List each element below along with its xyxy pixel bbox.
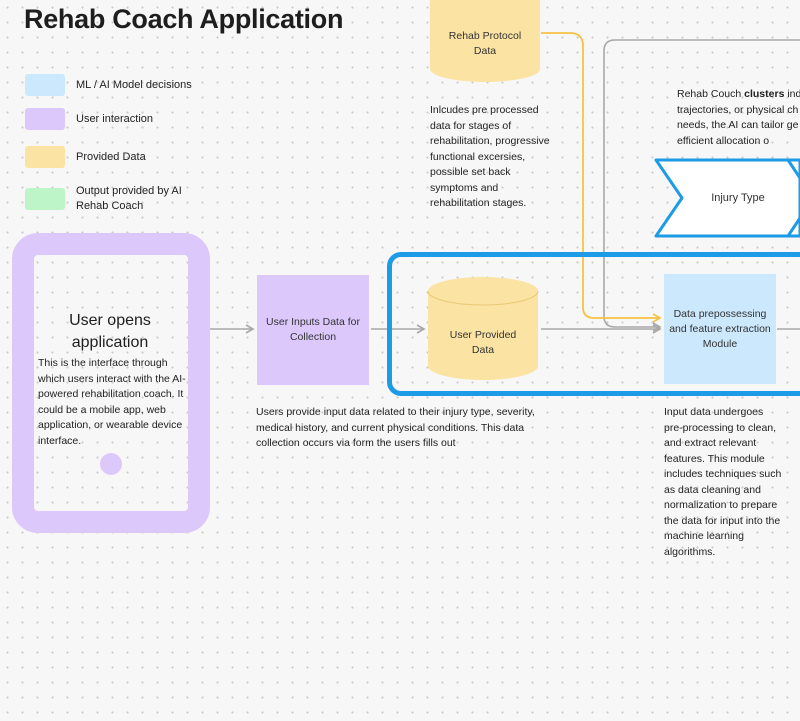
protocol-data-label: Rehab Protocol Data — [448, 30, 522, 57]
user-data-note: Users provide input data related to thei… — [256, 406, 535, 449]
user-data-label: User Provided Data — [449, 329, 517, 356]
legend-swatch-ml — [25, 74, 65, 96]
legend-label-ml: ML / AI Model decisions — [76, 79, 192, 91]
legend-label-output: Output provided by AI Rehab Coach — [76, 185, 182, 212]
cluster-note: Rehab Couch clusters ind trajectories, o… — [677, 87, 800, 149]
user-inputs-label: User Inputs Data for Collection — [266, 316, 360, 343]
phone-description: This is the interface through which user… — [38, 357, 186, 447]
cluster-note-rest: ind trajectories, or physical ch needs, … — [677, 88, 800, 147]
page-title: Rehab Coach Application — [24, 4, 344, 34]
legend-swatch-data — [25, 146, 65, 168]
cluster-note-start: Rehab Couch — [677, 88, 745, 100]
phone-frame — [12, 233, 210, 533]
preprocess-box — [664, 274, 776, 384]
legend-label-user: User interaction — [76, 113, 154, 125]
phone-home-button — [100, 453, 122, 475]
injury-type-chevron — [654, 158, 800, 238]
connector-protocol-to-preprocess — [541, 32, 662, 323]
injury-type-label: Injury Type — [711, 191, 765, 204]
phone-title: User opens application — [69, 312, 151, 351]
protocol-data-cylinder — [430, 0, 540, 82]
highlight-frame — [387, 252, 800, 396]
user-inputs-box — [257, 275, 369, 385]
legend-swatch-user — [25, 108, 65, 130]
connector-cluster-to-preprocess — [603, 39, 800, 332]
preprocess-note: Input data undergoes pre-processing to c… — [664, 406, 782, 558]
user-data-cylinder — [427, 277, 539, 380]
cluster-note-bold: clusters — [744, 88, 785, 100]
legend-swatch-output — [25, 188, 65, 210]
legend-label-data: Provided Data — [76, 151, 146, 163]
protocol-data-note: Inlcudes pre processed data for stages o… — [430, 104, 550, 209]
preprocess-label: Data prepossessing and feature extractio… — [669, 307, 771, 350]
